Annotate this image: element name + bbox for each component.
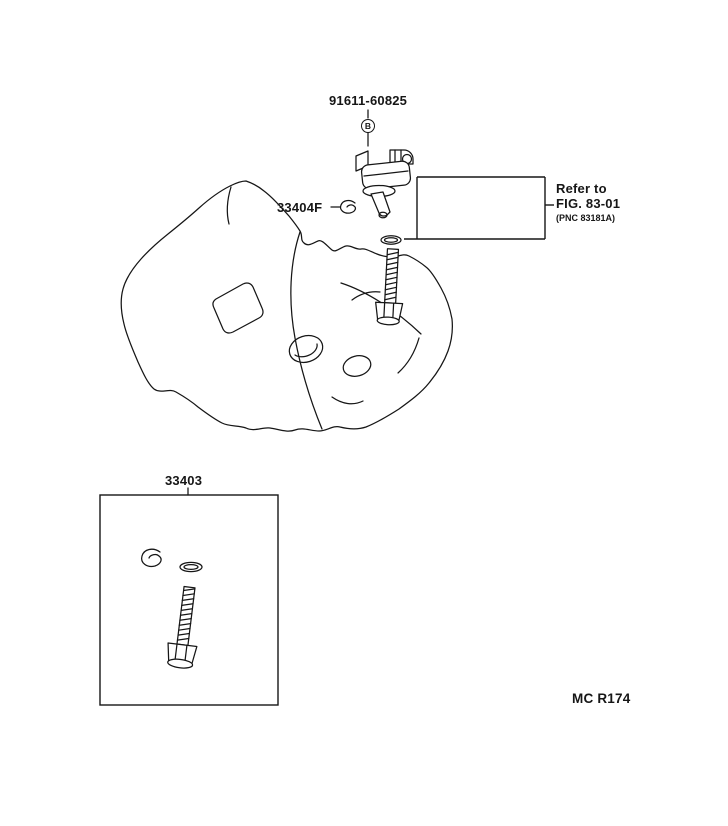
- bolt-kit-drawing: [167, 585, 198, 669]
- refer-callout-line1: Refer to: [556, 181, 607, 196]
- oring-top-drawing: [380, 235, 402, 245]
- bolt-top-drawing: [375, 248, 404, 326]
- refer-callout-text: Refer to FIG. 83-01 (PNC 83181A): [556, 182, 620, 225]
- refer-callout-box: [404, 176, 554, 240]
- transmission-housing-drawing: [120, 180, 453, 432]
- clip-kit-drawing: [141, 548, 162, 568]
- refer-callout-line3: (PNC 83181A): [556, 213, 616, 223]
- oring-kit-drawing: [179, 561, 203, 573]
- part-number-label: 91611-60825: [329, 93, 408, 108]
- doc-code-label: MC R174: [572, 691, 631, 706]
- speed-sensor-drawing: [355, 149, 414, 219]
- clip-top-drawing: [339, 199, 356, 214]
- kit-box: [99, 494, 279, 706]
- bolt-marker-badge: B: [361, 119, 375, 133]
- clip-part-label: 33404F: [277, 200, 323, 215]
- leader-lines: [187, 109, 369, 496]
- refer-callout-line2: FIG. 83-01: [556, 196, 621, 211]
- kit-part-label: 33403: [165, 473, 203, 488]
